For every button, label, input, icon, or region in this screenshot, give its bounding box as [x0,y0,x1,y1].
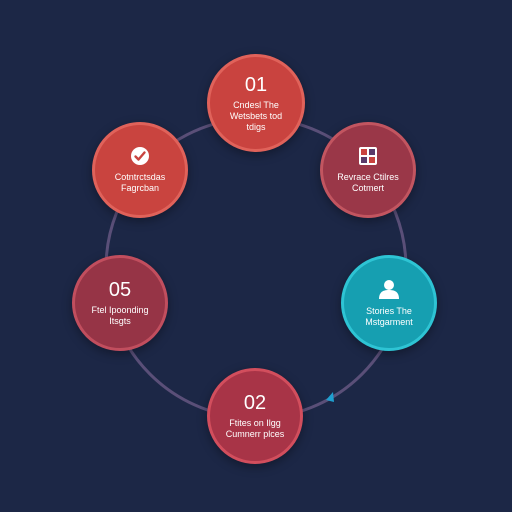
step-label: Revrace Ctilres Cotmert [337,172,399,193]
step-label: Stories The Mstgarment [365,306,413,327]
check-badge-icon [130,146,150,166]
calendar-grid-icon [358,146,378,166]
step-label: Cndesl The Wetsbets tod tdigs [229,99,283,132]
step-label: Ftites on Ilgg Cumnerr plces [225,418,285,439]
step-node-top-right: Revrace Ctilres Cotmert [320,122,416,218]
step-node-05: 05 Ftel Ipoonding Itsgts [72,255,168,351]
step-number: 05 [108,279,132,301]
user-icon [377,278,401,300]
ring-arrowhead [326,392,334,402]
step-label: Ftel Ipoonding Itsgts [91,305,149,326]
step-number: 02 [243,392,267,414]
step-label: Cotntrctsdas Fagrcban [114,172,166,193]
step-node-right: Stories The Mstgarment [341,255,437,351]
step-node-01: 01 Cndesl The Wetsbets tod tdigs [207,54,305,152]
step-node-top-left: Cotntrctsdas Fagrcban [92,122,188,218]
step-node-02: 02 Ftites on Ilgg Cumnerr plces [207,368,303,464]
step-number: 01 [244,73,268,96]
